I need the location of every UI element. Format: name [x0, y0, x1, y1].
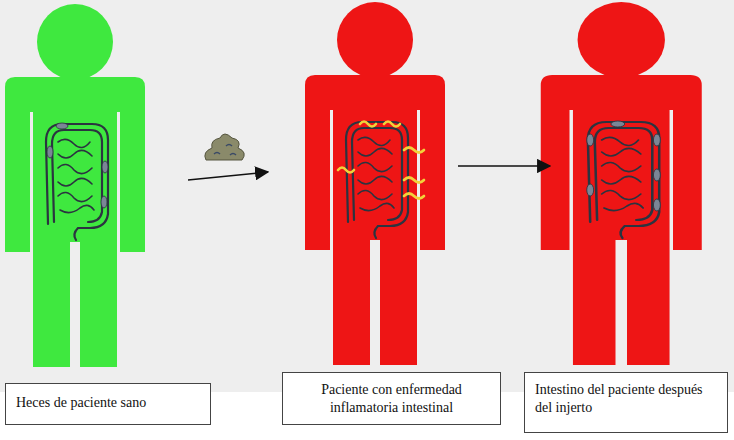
- stool-sample: [205, 134, 244, 160]
- transfer-arrow: [188, 172, 268, 180]
- healthy-person: [5, 4, 145, 367]
- grafted-patient: [541, 2, 702, 365]
- caption-box: Paciente con enfermedad inflamatoria int…: [282, 372, 501, 425]
- ibd-patient: [305, 2, 445, 365]
- background-panel: [0, 0, 734, 392]
- caption-box: Heces de paciente sano: [5, 383, 211, 425]
- caption-text: Paciente con enfermedad inflamatoria int…: [291, 381, 492, 416]
- caption-text: Intestino del paciente después del injer…: [535, 381, 717, 416]
- outcome-arrow: [458, 165, 550, 167]
- caption-text: Heces de paciente sano: [16, 394, 200, 412]
- caption-box: Intestino del paciente después del injer…: [524, 372, 728, 433]
